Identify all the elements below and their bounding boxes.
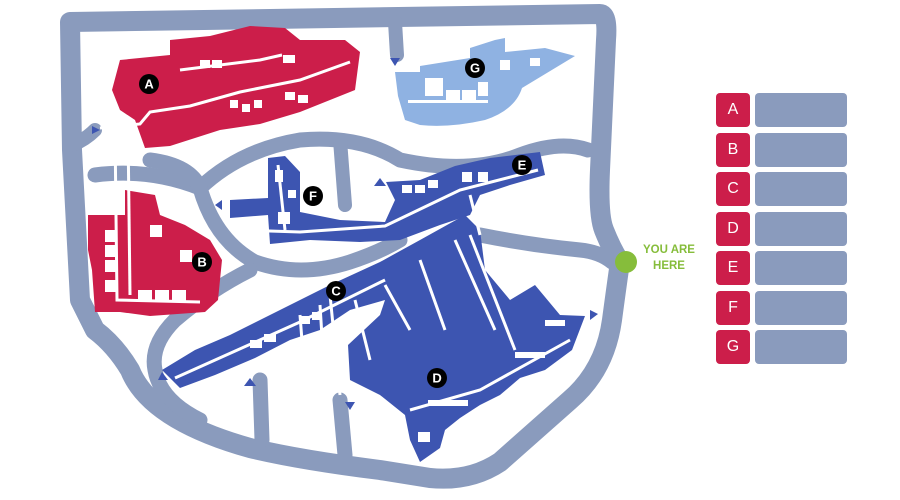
- legend-field: [755, 330, 847, 364]
- entrance-arrow-icon: [345, 402, 355, 410]
- legend-field: [755, 290, 847, 325]
- entrance-arrow-icon: [374, 178, 386, 186]
- marker-b[interactable]: B: [192, 252, 212, 272]
- you-are-here-label: YOU ARE HERE: [643, 244, 695, 272]
- legend-field: [755, 211, 847, 246]
- svg-text:G: G: [470, 61, 480, 76]
- legend-row-c[interactable]: C: [716, 172, 848, 206]
- svg-text:A: A: [144, 77, 154, 92]
- legend-field: [755, 132, 847, 167]
- svg-text:F: F: [309, 189, 317, 204]
- marker-e[interactable]: E: [512, 155, 532, 175]
- entrance-arrow-icon: [92, 126, 100, 134]
- legend-row-a[interactable]: A: [716, 93, 848, 127]
- legend-row-d[interactable]: D: [716, 211, 848, 246]
- entrance-arrow-icon: [244, 378, 256, 386]
- north-road: [333, 15, 404, 212]
- zone-g-windows: [408, 58, 540, 103]
- zone-g-buildings: [395, 38, 575, 126]
- entrance-arrow-icon: [158, 372, 168, 380]
- marker-d[interactable]: D: [427, 368, 447, 388]
- legend-row-b[interactable]: B: [716, 132, 848, 167]
- legend-letter: A: [716, 93, 750, 127]
- legend-field: [755, 251, 847, 285]
- svg-text:C: C: [331, 284, 341, 299]
- entrance-arrows: [92, 58, 598, 410]
- legend-letter: G: [716, 330, 750, 364]
- marker-g[interactable]: G: [465, 58, 485, 78]
- svg-text:B: B: [197, 255, 206, 270]
- legend-row-f[interactable]: F: [716, 290, 848, 325]
- marker-f[interactable]: F: [303, 186, 323, 206]
- you-are-here-icon: [615, 251, 637, 273]
- legend-letter: E: [716, 251, 750, 285]
- legend-row-e[interactable]: E: [716, 251, 848, 285]
- legend-letter: C: [716, 172, 750, 206]
- marker-a[interactable]: A: [139, 74, 159, 94]
- svg-text:E: E: [518, 158, 527, 173]
- outer-ring-road: [60, 4, 630, 489]
- zone-a-buildings: [88, 26, 360, 316]
- zone-legend: A B C D E F G: [716, 93, 848, 370]
- zone-a-windows: [105, 55, 308, 302]
- legend-letter: F: [716, 290, 750, 325]
- svg-text:D: D: [432, 371, 441, 386]
- legend-letter: D: [716, 211, 750, 246]
- legend-letter: B: [716, 132, 750, 167]
- legend-row-g[interactable]: G: [716, 330, 848, 364]
- zone-cdef-windows: [250, 170, 565, 442]
- svg-text:HERE: HERE: [653, 260, 685, 272]
- marker-c[interactable]: C: [326, 281, 346, 301]
- middle-ring-road: [142, 152, 408, 278]
- east-road: [472, 227, 620, 270]
- legend-field: [755, 93, 847, 127]
- entrance-arrow-icon: [390, 58, 400, 66]
- legend-field: [755, 172, 847, 206]
- entrance-arrow-icon: [215, 200, 222, 210]
- entrance-arrow-icon: [590, 310, 598, 320]
- zone-cdef-buildings: [162, 152, 585, 462]
- svg-text:YOU ARE: YOU ARE: [643, 244, 695, 256]
- south-road: [252, 372, 353, 463]
